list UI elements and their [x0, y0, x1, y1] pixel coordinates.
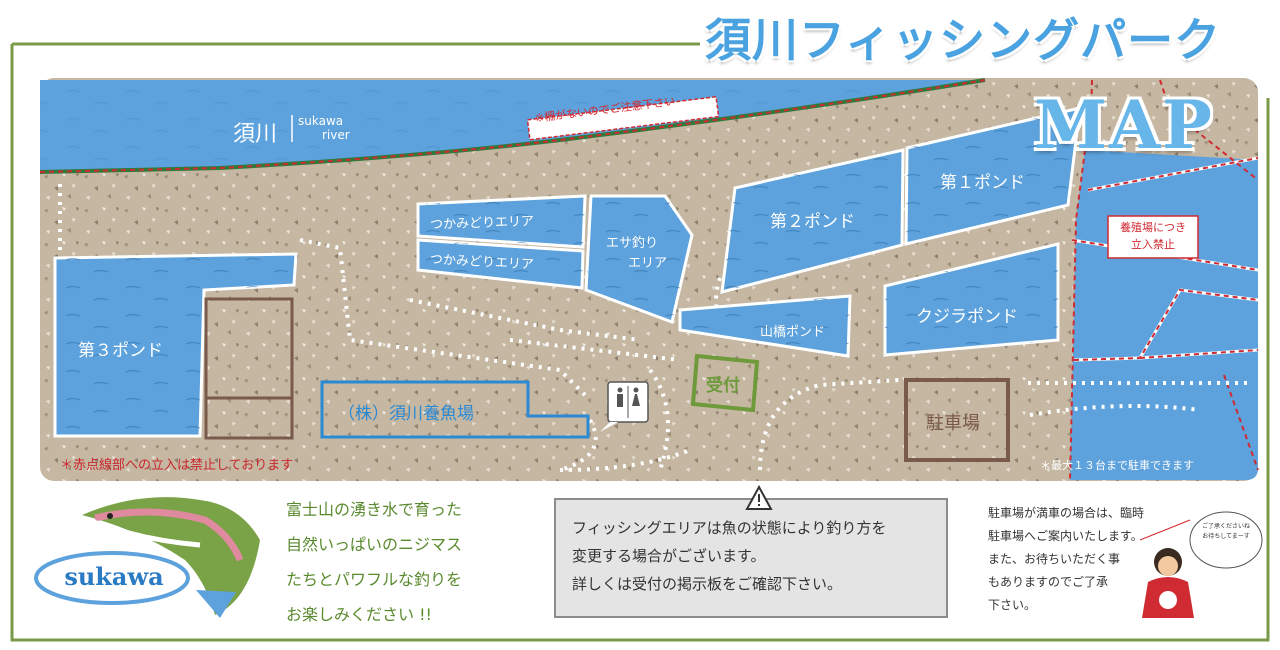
intro-line-4: お楽しみください !!	[286, 605, 432, 624]
notice-box: フィッシングエリアは魚の状態により釣り方を 変更する場合がございます。 詳しくは…	[554, 498, 948, 618]
river-name-ja: 須川	[233, 122, 278, 147]
sukawa-logo	[34, 497, 260, 618]
notice-line-3: 詳しくは受付の掲示板をご確認下さい。	[572, 575, 843, 593]
river-name-en: sukawa river	[298, 114, 350, 142]
breeding-warning-line-2: 立入禁止	[1131, 238, 1175, 251]
warning-icon	[745, 485, 773, 510]
esa-area	[584, 194, 694, 325]
pond-3-label: 第３ポンド	[78, 341, 163, 361]
river-name-en-1: sukawa	[298, 114, 344, 128]
tsukami-area-1-label: つかみどりエリア	[429, 214, 535, 233]
river-restricted-line	[39, 79, 986, 173]
company-outline	[320, 380, 590, 439]
intro-line-2: 自然いっぱいのニジマス	[286, 535, 463, 554]
parking-note-line-3: また、お待ちいただく事	[988, 552, 1121, 566]
mascot-speech-line-1: ご了承くださいね	[1201, 523, 1250, 530]
reception-outline	[690, 353, 760, 413]
intro-line-3: たちとパワフルな釣りを	[286, 570, 463, 589]
logo-text: sukawa	[64, 562, 164, 591]
parking-note-line-1: 駐車場が満車の場合は、臨時	[988, 506, 1145, 520]
breeding-warning-line-1: 養殖場につき	[1120, 221, 1186, 234]
toilet-icon	[600, 381, 649, 432]
restricted-note: ＊赤点線部への立入は禁止しております	[60, 458, 294, 473]
tsukami-area-2	[416, 238, 585, 290]
mascot-icon	[1139, 511, 1263, 618]
notice-line-2: 変更する場合がございます。	[572, 547, 766, 565]
parking-note-line-5: 下さい。	[988, 598, 1037, 612]
parking-label: 駐車場	[926, 413, 980, 434]
company-label: （株）須川養魚場	[338, 404, 474, 424]
river-name-en-2: river	[322, 128, 350, 142]
page-title: 須川フィッシングパーク	[702, 10, 1223, 70]
sankyo-pond-label: 山橋ポンド	[760, 325, 826, 340]
sankyo-pond	[678, 294, 852, 358]
pond-3	[53, 252, 298, 438]
intro-line-1: 富士山の湧き水で育った	[286, 500, 463, 519]
brown-plot	[204, 297, 294, 440]
parking-note-line-4: もありますのでご了承	[988, 575, 1109, 589]
parking-overflow-note: 駐車場が満車の場合は、臨時 駐車場へご案内いたします。 また、お待ちいただく事 …	[988, 502, 1158, 617]
parking-capacity-note: ＊最大１３台まで駐車できます	[1040, 459, 1194, 472]
pond-1-label: 第１ポンド	[940, 173, 1025, 193]
pond-1	[904, 106, 1082, 246]
intro-text: 富士山の湧き水で育った 自然いっぱいのニジマス たちとパワフルな釣りを お楽しみ…	[286, 492, 546, 632]
esa-area-label-2: エリア	[628, 256, 668, 271]
kujira-pond	[883, 242, 1060, 357]
parking-outline	[904, 378, 1010, 462]
breeding-warning: 養殖場につき 立入禁止	[1108, 219, 1198, 253]
pond-2	[720, 148, 905, 295]
kujira-pond-label: クジラポンド	[916, 307, 1018, 327]
esa-area-label: エサ釣り エリア	[606, 234, 667, 274]
notice-line-1: フィッシングエリアは魚の状態により釣り方を	[572, 519, 887, 537]
mascot-speech-line-2: お待ちしてまーす	[1202, 533, 1250, 540]
tsukami-area-1	[416, 194, 587, 249]
map-label: MAP	[1034, 86, 1214, 164]
parking-note-line-2: 駐車場へご案内いたします。	[988, 529, 1143, 543]
reception-label: 受付	[706, 376, 740, 396]
esa-area-label-1: エサ釣り	[606, 236, 659, 251]
mascot-speech: ご了承くださいね お待ちしてまーす	[1200, 522, 1252, 542]
pond-2-label: 第２ポンド	[770, 212, 855, 232]
